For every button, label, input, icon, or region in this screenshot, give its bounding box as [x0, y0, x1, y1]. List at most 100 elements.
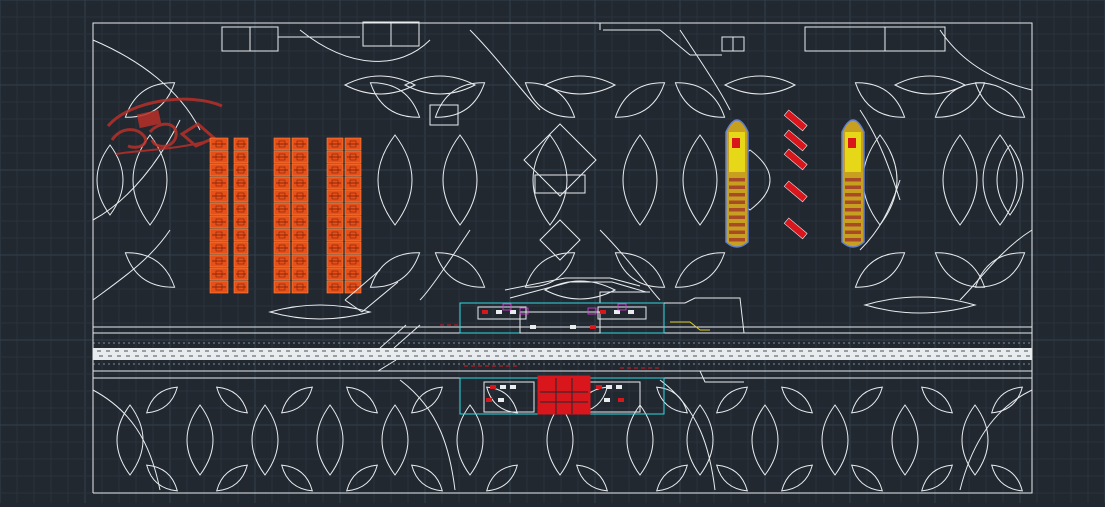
tile-mark — [215, 218, 223, 226]
tile-mark — [215, 192, 223, 200]
lens-shape — [576, 464, 608, 492]
lens-shape — [543, 280, 617, 300]
storage-tile — [233, 189, 249, 203]
tile-mark — [296, 153, 304, 161]
storage-tile — [326, 241, 344, 255]
equipment-mark — [510, 310, 516, 314]
lens-shape — [716, 386, 748, 414]
storage-tile — [291, 241, 309, 255]
tile-mark — [331, 205, 339, 213]
lens-shape — [934, 252, 986, 288]
equipment-mark — [570, 325, 576, 329]
road-marking-band — [97, 350, 1030, 357]
terminal-detail-marks — [482, 303, 634, 402]
storage-tile — [209, 280, 229, 294]
storage-tile — [344, 228, 362, 242]
storage-tile — [233, 163, 249, 177]
vessel-hold — [845, 223, 861, 227]
storage-tile — [209, 228, 229, 242]
lens-shape — [132, 134, 168, 226]
tile-mark — [349, 231, 357, 239]
storage-tile — [291, 228, 309, 242]
vessel-hold — [729, 208, 745, 212]
vessel-hold — [845, 193, 861, 197]
tile-mark — [237, 244, 245, 252]
tile-mark — [278, 231, 286, 239]
lens-shape — [716, 464, 748, 492]
tile-mark — [296, 257, 304, 265]
lens-shape — [343, 75, 417, 95]
vessel-hold — [729, 230, 745, 234]
storage-tile — [326, 215, 344, 229]
lens-shape — [854, 82, 906, 118]
vessel-hold — [845, 200, 861, 204]
tile-mark — [331, 192, 339, 200]
equipment-mark — [604, 398, 610, 402]
tile-mark — [349, 205, 357, 213]
storage-tile — [291, 254, 309, 268]
vessel — [725, 119, 749, 248]
storage-tile — [291, 280, 309, 294]
storage-tile — [209, 254, 229, 268]
diamond-shape — [539, 219, 581, 261]
equipment-mark — [590, 325, 596, 329]
magenta-mark — [617, 303, 627, 311]
lens-shape — [411, 386, 443, 414]
lens-shape — [216, 386, 248, 414]
equipment-mark — [606, 385, 612, 389]
tile-mark — [349, 153, 357, 161]
lens-shape — [268, 304, 372, 320]
pattern-curve — [659, 379, 716, 491]
tile-mark — [349, 283, 357, 291]
lens-shape — [614, 252, 666, 288]
storage-tile — [344, 176, 362, 190]
tile-mark — [278, 153, 286, 161]
lens-shape — [524, 82, 576, 118]
tile-mark — [237, 192, 245, 200]
tile-mark — [331, 283, 339, 291]
tile-mark — [278, 179, 286, 187]
storage-tile — [326, 202, 344, 216]
storage-tile — [291, 137, 309, 151]
access-ramps — [344, 269, 421, 372]
tile-mark — [331, 218, 339, 226]
lens-shape — [96, 144, 124, 216]
tile-mark — [349, 179, 357, 187]
vessel-hold — [729, 193, 745, 197]
equipment-mark — [600, 310, 606, 314]
storage-tile — [326, 280, 344, 294]
tile-mark — [237, 270, 245, 278]
tile-mark — [215, 153, 223, 161]
storage-tile — [344, 215, 362, 229]
storage-tile — [344, 163, 362, 177]
lens-shape — [656, 386, 688, 414]
storage-tile — [326, 137, 344, 151]
plaza-rect — [534, 174, 586, 194]
tile-mark — [215, 257, 223, 265]
tile-mark — [215, 244, 223, 252]
storage-tile — [326, 267, 344, 281]
tile-mark — [349, 270, 357, 278]
tile-mark — [278, 192, 286, 200]
equipment-mark — [500, 385, 506, 389]
main-road — [93, 342, 1032, 365]
tile-mark — [331, 166, 339, 174]
vessel-hold — [845, 185, 861, 189]
tile-mark — [278, 283, 286, 291]
storage-tile — [209, 202, 229, 216]
pattern-curve — [419, 229, 471, 301]
lens-shape — [486, 464, 518, 492]
storage-tile — [233, 280, 249, 294]
equipment-mark — [510, 385, 516, 389]
storage-tile — [273, 228, 291, 242]
storage-tile — [344, 189, 362, 203]
lens-shape — [781, 386, 813, 414]
tile-mark — [296, 205, 304, 213]
storage-tile — [344, 202, 362, 216]
storage-tile — [209, 215, 229, 229]
lens-shape — [821, 404, 849, 476]
equipment-mark — [482, 310, 488, 314]
lens-shape — [543, 75, 617, 95]
